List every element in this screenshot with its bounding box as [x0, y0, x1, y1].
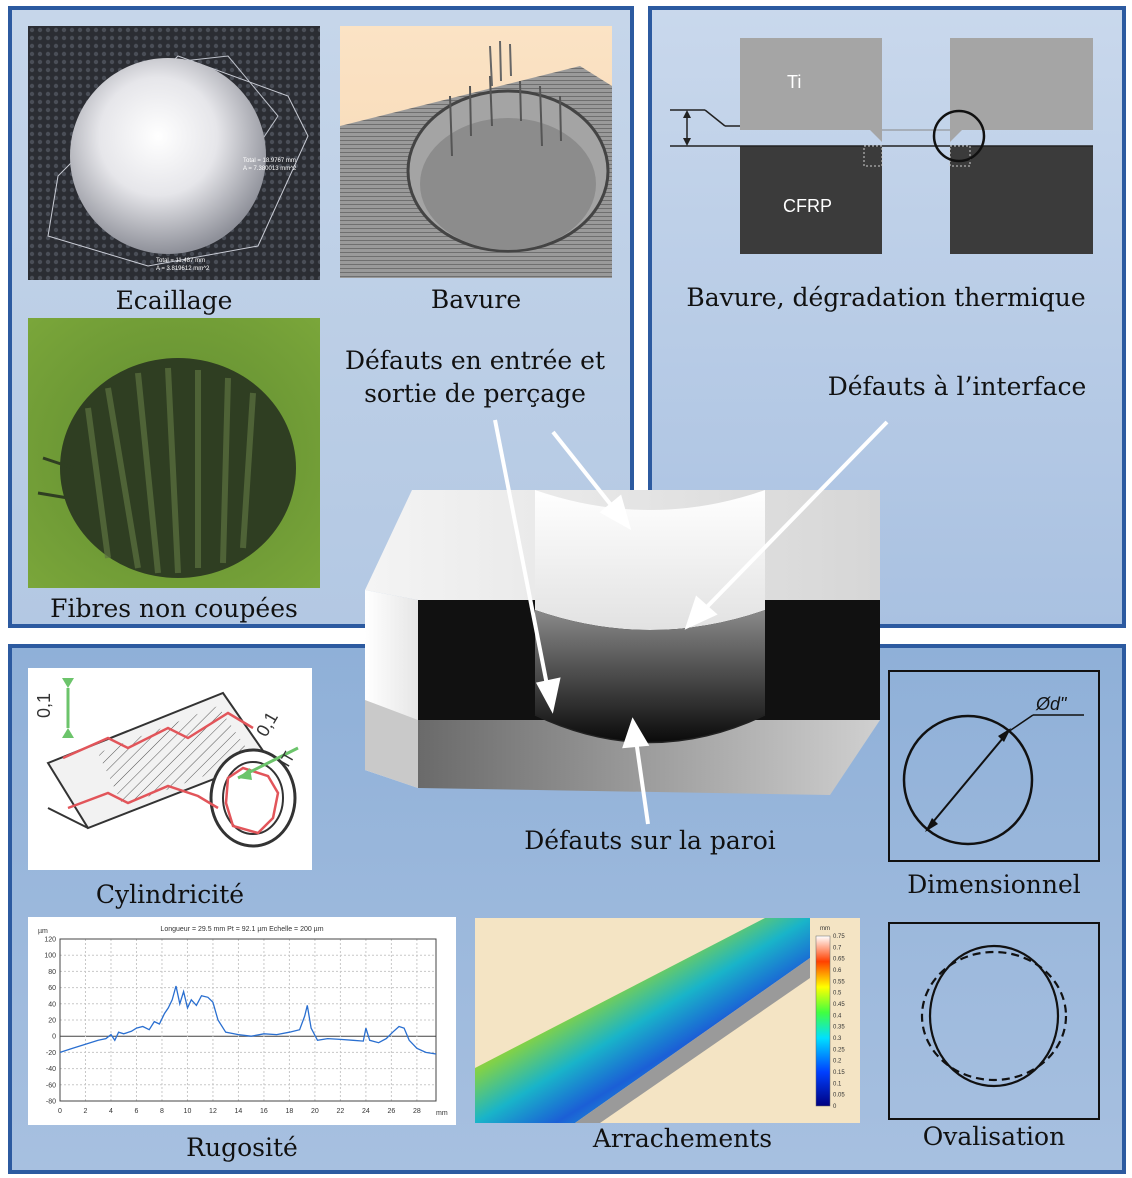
y-tick-label: 120	[44, 937, 56, 944]
y-tick-label: -80	[46, 1099, 56, 1106]
ti-label: Ti	[787, 72, 801, 92]
x-tick-label: 4	[109, 1108, 113, 1115]
measure-2-line1: Total = 11.487 mm	[156, 258, 205, 264]
caption-cylindricite: Cylindricité	[95, 880, 245, 909]
x-tick-label: 18	[286, 1108, 294, 1115]
colorbar-tick-label: 0.4	[833, 1013, 842, 1019]
x-tick-label: 28	[413, 1108, 421, 1115]
label-entry-exit-defects: Défauts en entrée et sortie de perçage	[340, 344, 610, 410]
label-entry-exit-line2: sortie de perçage	[364, 379, 586, 408]
roughness-profile-line	[59, 985, 437, 1055]
colorbar-tick-label: 0.2	[833, 1059, 842, 1065]
colorbar-tick-label: 0.35	[833, 1025, 845, 1031]
x-tick-label: 22	[337, 1108, 345, 1115]
x-tick-label: 12	[209, 1108, 217, 1115]
measure-1-line1: Total = 18.9767 mm	[243, 158, 296, 164]
y-tick-label: 80	[48, 969, 56, 976]
colorbar-tick-label: 0.5	[833, 991, 842, 997]
ecaillage-image: Total = 18.9767 mm A = 7.380013 mm^2 Tot…	[28, 26, 320, 280]
label-entry-exit-line1: Défauts en entrée et	[344, 346, 606, 375]
y-tick-label: 40	[48, 1001, 56, 1008]
y-unit-label: µm	[38, 928, 48, 935]
tol-label-1: 0,1	[34, 693, 54, 718]
caption-bavure-thermique: Bavure, dégradation thermique	[686, 283, 1086, 312]
ovalization-drawing	[888, 922, 1100, 1120]
x-tick-label: 8	[160, 1108, 164, 1115]
tol-label-2: 0,1	[252, 708, 282, 740]
colorbar-tick-label: 0.25	[833, 1047, 845, 1053]
y-tick-label: 0	[52, 1034, 56, 1041]
caption-rugosite: Rugosité	[186, 1133, 298, 1162]
y-tick-label: 60	[48, 985, 56, 992]
cfrp-label: CFRP	[783, 196, 832, 216]
colorbar-tick-label: 0.15	[833, 1070, 845, 1076]
x-unit-label: mm	[436, 1110, 448, 1117]
x-tick-label: 26	[387, 1108, 395, 1115]
pullout-heatmap: mm 0.75 0.7 0.65 0.6 0.55 0.5 0.45 0.4 0.35 0.3 0.…	[475, 918, 860, 1123]
measure-2-line2: A = 3.819612 mm^2	[156, 266, 210, 272]
colorbar-tick-label: 0.55	[833, 979, 845, 985]
y-tick-label: 20	[48, 1018, 56, 1025]
colorbar-tick-label: 0.45	[833, 1002, 845, 1008]
colorbar-unit: mm	[820, 926, 830, 932]
caption-arrachements: Arrachements	[592, 1124, 773, 1153]
colorbar-tick-label: 0.05	[833, 1093, 845, 1099]
colorbar-tick-label: 0.1	[833, 1081, 842, 1087]
colorbar-tick-label: 0.7	[833, 945, 842, 951]
y-tick-label: -20	[46, 1050, 56, 1057]
fibres-image	[28, 318, 320, 588]
label-wall-defects: Défauts sur la paroi	[524, 826, 776, 855]
chart-title: Longueur = 29.5 mm Pt = 92.1 µm Echelle …	[160, 926, 323, 933]
x-tick-label: 20	[311, 1108, 319, 1115]
caption-dimensionnel: Dimensionnel	[907, 870, 1081, 899]
dimensional-drawing: Ød"	[888, 670, 1100, 862]
caption-ecaillage: Ecaillage	[115, 286, 233, 315]
y-tick-label: 100	[44, 953, 56, 960]
cylindricity-drawing: 0,1 0,1 IT	[28, 668, 312, 870]
y-tick-label: -60	[46, 1082, 56, 1089]
x-tick-label: 24	[362, 1108, 370, 1115]
caption-bavure: Bavure	[430, 285, 522, 314]
colorbar-tick-label: 0.65	[833, 957, 845, 963]
colorbar-tick-label: 0.6	[833, 968, 842, 974]
x-tick-label: 10	[184, 1108, 192, 1115]
colorbar-tick-label: 0	[833, 1104, 837, 1110]
colorbar-tick-label: 0.75	[833, 934, 845, 940]
label-interface-defects: Défauts à l’interface	[827, 372, 1087, 401]
ti-cfrp-stack-drawing: Ti CFRP	[665, 36, 1105, 266]
colorbar-tick-label: 0.3	[833, 1036, 842, 1042]
caption-fibres: Fibres non coupées	[50, 594, 298, 623]
x-tick-label: 0	[58, 1108, 62, 1115]
roughness-chart: Longueur = 29.5 mm Pt = 92.1 µm Echelle …	[28, 917, 456, 1125]
bavure-image	[340, 26, 612, 278]
caption-ovalisation: Ovalisation	[922, 1122, 1066, 1151]
x-tick-label: 16	[260, 1108, 268, 1115]
drilled-hole-3d	[360, 470, 882, 798]
y-tick-label: -40	[46, 1066, 56, 1073]
x-tick-label: 6	[135, 1108, 139, 1115]
measure-1-line2: A = 7.380013 mm^2	[243, 166, 297, 172]
diameter-label: Ød"	[1035, 694, 1068, 714]
x-tick-label: 14	[235, 1108, 243, 1115]
x-tick-label: 2	[84, 1108, 88, 1115]
